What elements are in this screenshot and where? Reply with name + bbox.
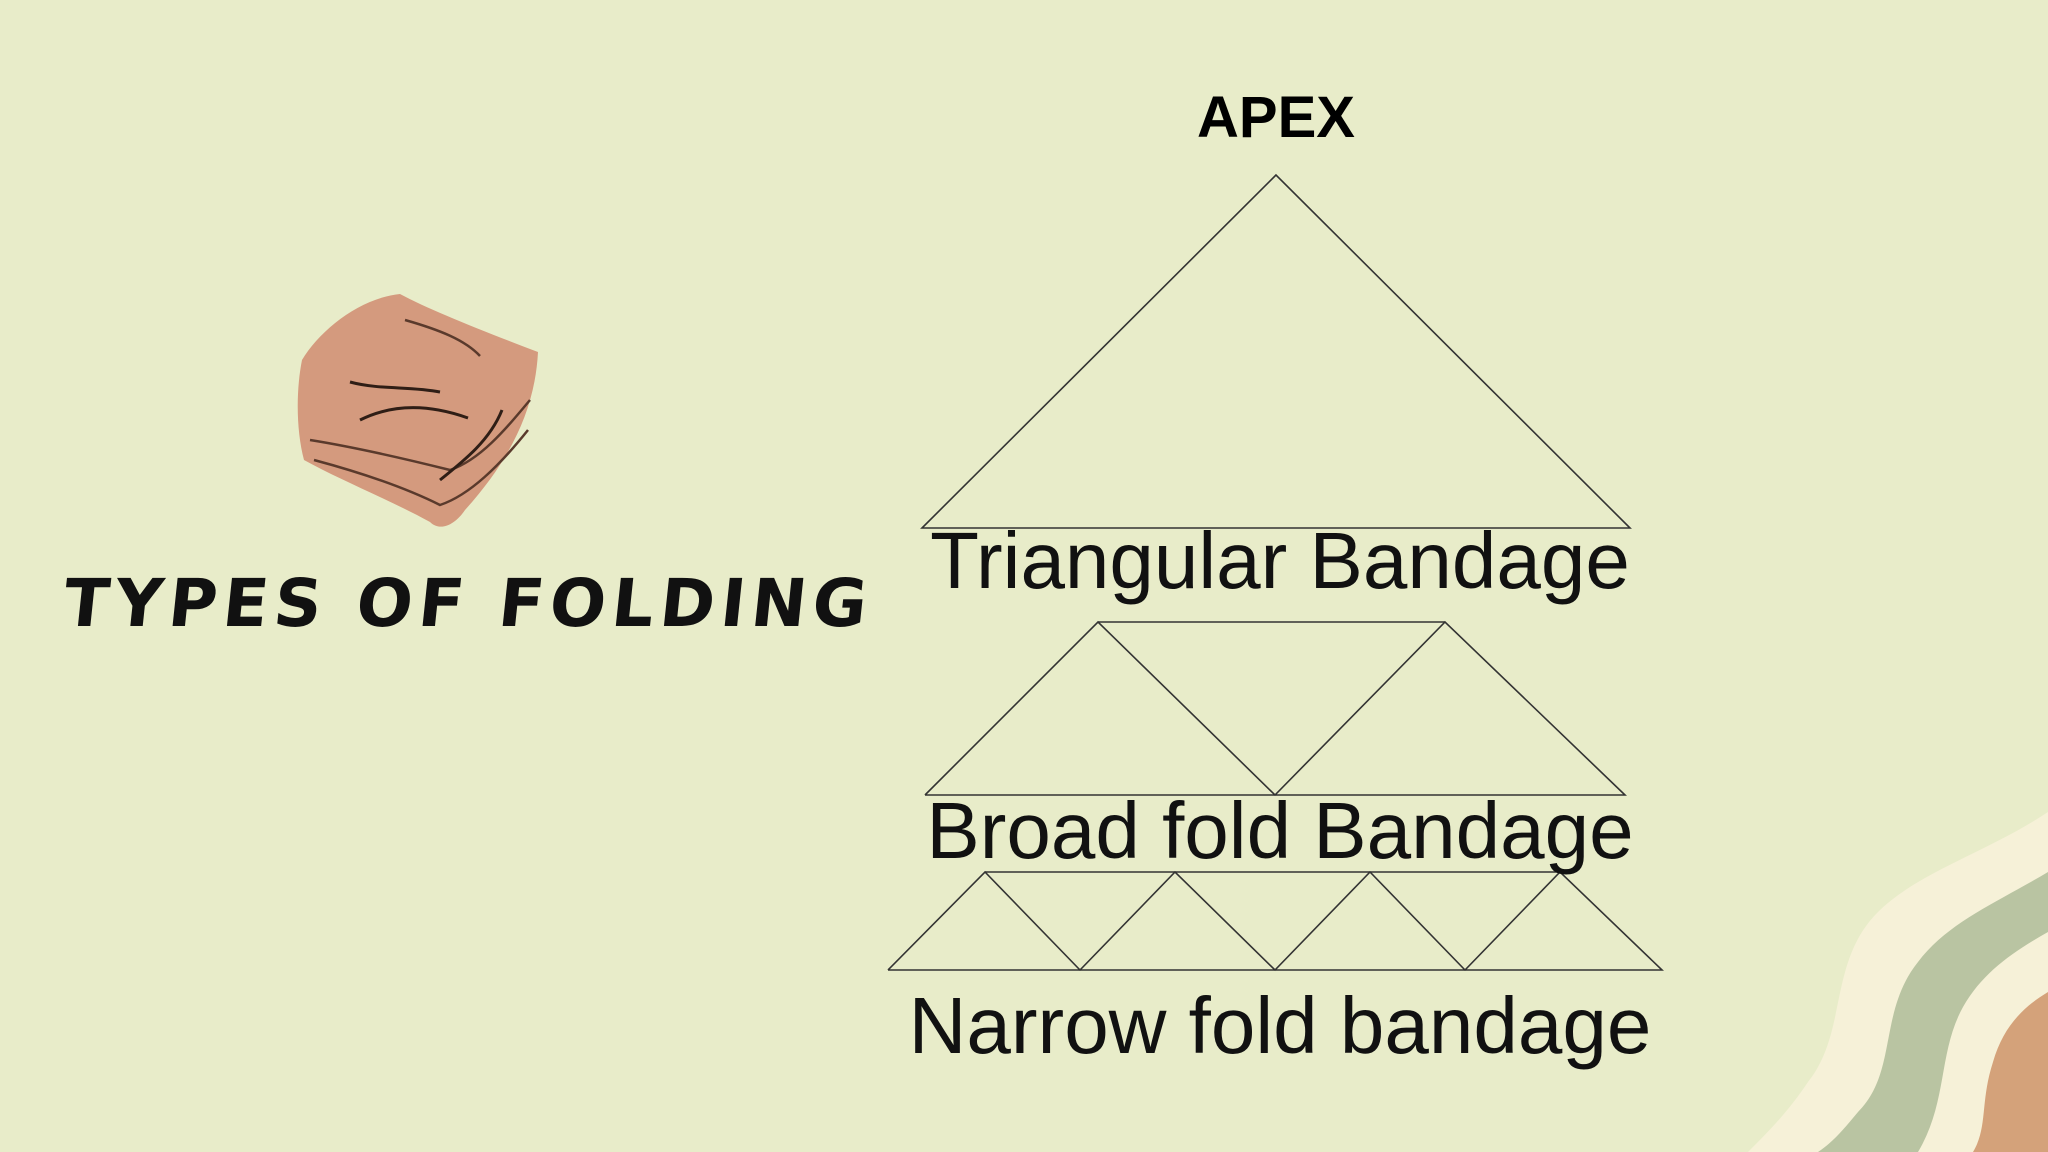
apex-label: APEX (1197, 85, 1355, 150)
broad-fold-shape (924, 620, 1627, 797)
narrow-fold-bandage-label: Narrow fold bandage (908, 981, 1652, 1070)
triangle-shape (920, 173, 1632, 529)
triangular-bandage-label: Triangular Bandage (930, 516, 1630, 605)
folded-cloth-icon (297, 294, 538, 527)
decorative-waves (1748, 812, 2048, 1152)
narrow-fold-shape (887, 870, 1664, 972)
broad-fold-bandage-label: Broad fold Bandage (926, 786, 1634, 875)
